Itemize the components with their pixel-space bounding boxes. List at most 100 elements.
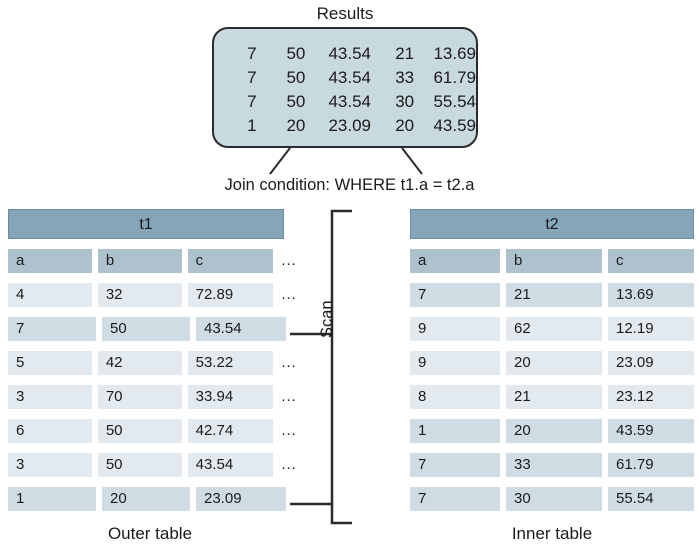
- table-cell: 4: [8, 283, 92, 307]
- inner-table-caption: Inner table: [511, 524, 593, 543]
- column-header-b: b: [506, 249, 602, 273]
- results-cell: 50: [286, 44, 306, 63]
- table-cell: 7: [410, 487, 500, 511]
- column-header-a: a: [410, 249, 500, 273]
- table-cell: 23.09: [608, 351, 694, 375]
- ellipsis-cell: ...: [281, 388, 297, 405]
- table-cell: 12.19: [608, 317, 694, 341]
- join-condition-label: Join condition: WHERE t1.a = t2.a: [224, 176, 475, 194]
- results-cell: 23.09: [328, 116, 371, 135]
- table-cell: 43.59: [608, 419, 694, 443]
- table-cell: 42: [97, 351, 182, 375]
- table-t1-title: t1: [8, 209, 284, 239]
- table-cell: 8: [410, 385, 500, 409]
- results-cell: 43.54: [328, 68, 371, 87]
- results-cell: 1: [247, 116, 257, 135]
- results-cell: 50: [286, 92, 306, 111]
- results-row: 7 50 43.54 33 61.79: [214, 66, 476, 90]
- table-cell: 20: [102, 487, 190, 511]
- table-cell: 7: [410, 453, 500, 477]
- results-connector-lines: [269, 147, 423, 175]
- table-cell: 1: [410, 419, 500, 443]
- table-cell: 50: [97, 419, 182, 443]
- table-cell: 13.69: [608, 283, 694, 307]
- results-cell: 61.79: [433, 68, 476, 87]
- ellipsis-cell: ...: [281, 252, 297, 269]
- table-cell: 6: [8, 419, 92, 443]
- table-cell: 9: [410, 317, 500, 341]
- table-t2-title: t2: [410, 209, 694, 239]
- results-cell: 13.69: [433, 44, 476, 63]
- results-row: 7 50 43.54 21 13.69: [214, 42, 476, 66]
- table-cell: 7: [410, 283, 500, 307]
- scan-bracket: [290, 209, 352, 525]
- table-cell: 21: [506, 283, 602, 307]
- results-cell: 43.54: [328, 44, 371, 63]
- results-cell: 30: [395, 92, 415, 111]
- results-cell: 55.54: [433, 92, 476, 111]
- table-cell: 61.79: [608, 453, 694, 477]
- results-cell: 43.59: [433, 116, 476, 135]
- results-cell: 50: [286, 68, 306, 87]
- results-cell: 20: [395, 116, 415, 135]
- table-cell: 20: [506, 351, 602, 375]
- table-cell: 3: [8, 453, 92, 477]
- table-cell: 50: [102, 317, 190, 341]
- column-header-a: a: [8, 249, 92, 273]
- table-cell: 43.54: [196, 317, 286, 341]
- table-cell: 9: [410, 351, 500, 375]
- table-cell: 7: [8, 317, 96, 341]
- column-header-c: c: [187, 249, 274, 273]
- scan-label: Scan: [318, 300, 336, 338]
- table-cell: 3: [8, 385, 92, 409]
- results-cell: 7: [247, 44, 257, 63]
- table-cell: 72.89: [187, 283, 274, 307]
- results-title: Results: [316, 4, 374, 23]
- results-cell: 20: [286, 116, 306, 135]
- table-cell: 32: [97, 283, 182, 307]
- table-cell: 55.54: [608, 487, 694, 511]
- results-row: 1 20 23.09 20 43.59: [214, 114, 476, 138]
- ellipsis-cell: ...: [281, 286, 297, 303]
- table-cell: 30: [506, 487, 602, 511]
- table-cell: 1: [8, 487, 96, 511]
- results-cell: 43.54: [328, 92, 371, 111]
- table-cell: 21: [506, 385, 602, 409]
- table-cell: 20: [506, 419, 602, 443]
- table-cell: 23.12: [608, 385, 694, 409]
- table-cell: 43.54: [187, 453, 274, 477]
- table-cell: 62: [506, 317, 602, 341]
- results-cell: 21: [395, 44, 415, 63]
- table-cell: 5: [8, 351, 92, 375]
- results-cell: 7: [247, 68, 257, 87]
- table-cell: 33: [506, 453, 602, 477]
- table-cell: 42.74: [187, 419, 274, 443]
- table-cell: 50: [97, 453, 182, 477]
- results-cell: 33: [395, 68, 415, 87]
- column-header-c: c: [608, 249, 694, 273]
- ellipsis-cell: ...: [281, 354, 297, 371]
- table-cell: 53.22: [187, 351, 274, 375]
- ellipsis-cell: ...: [281, 422, 297, 439]
- table-cell: 23.09: [196, 487, 286, 511]
